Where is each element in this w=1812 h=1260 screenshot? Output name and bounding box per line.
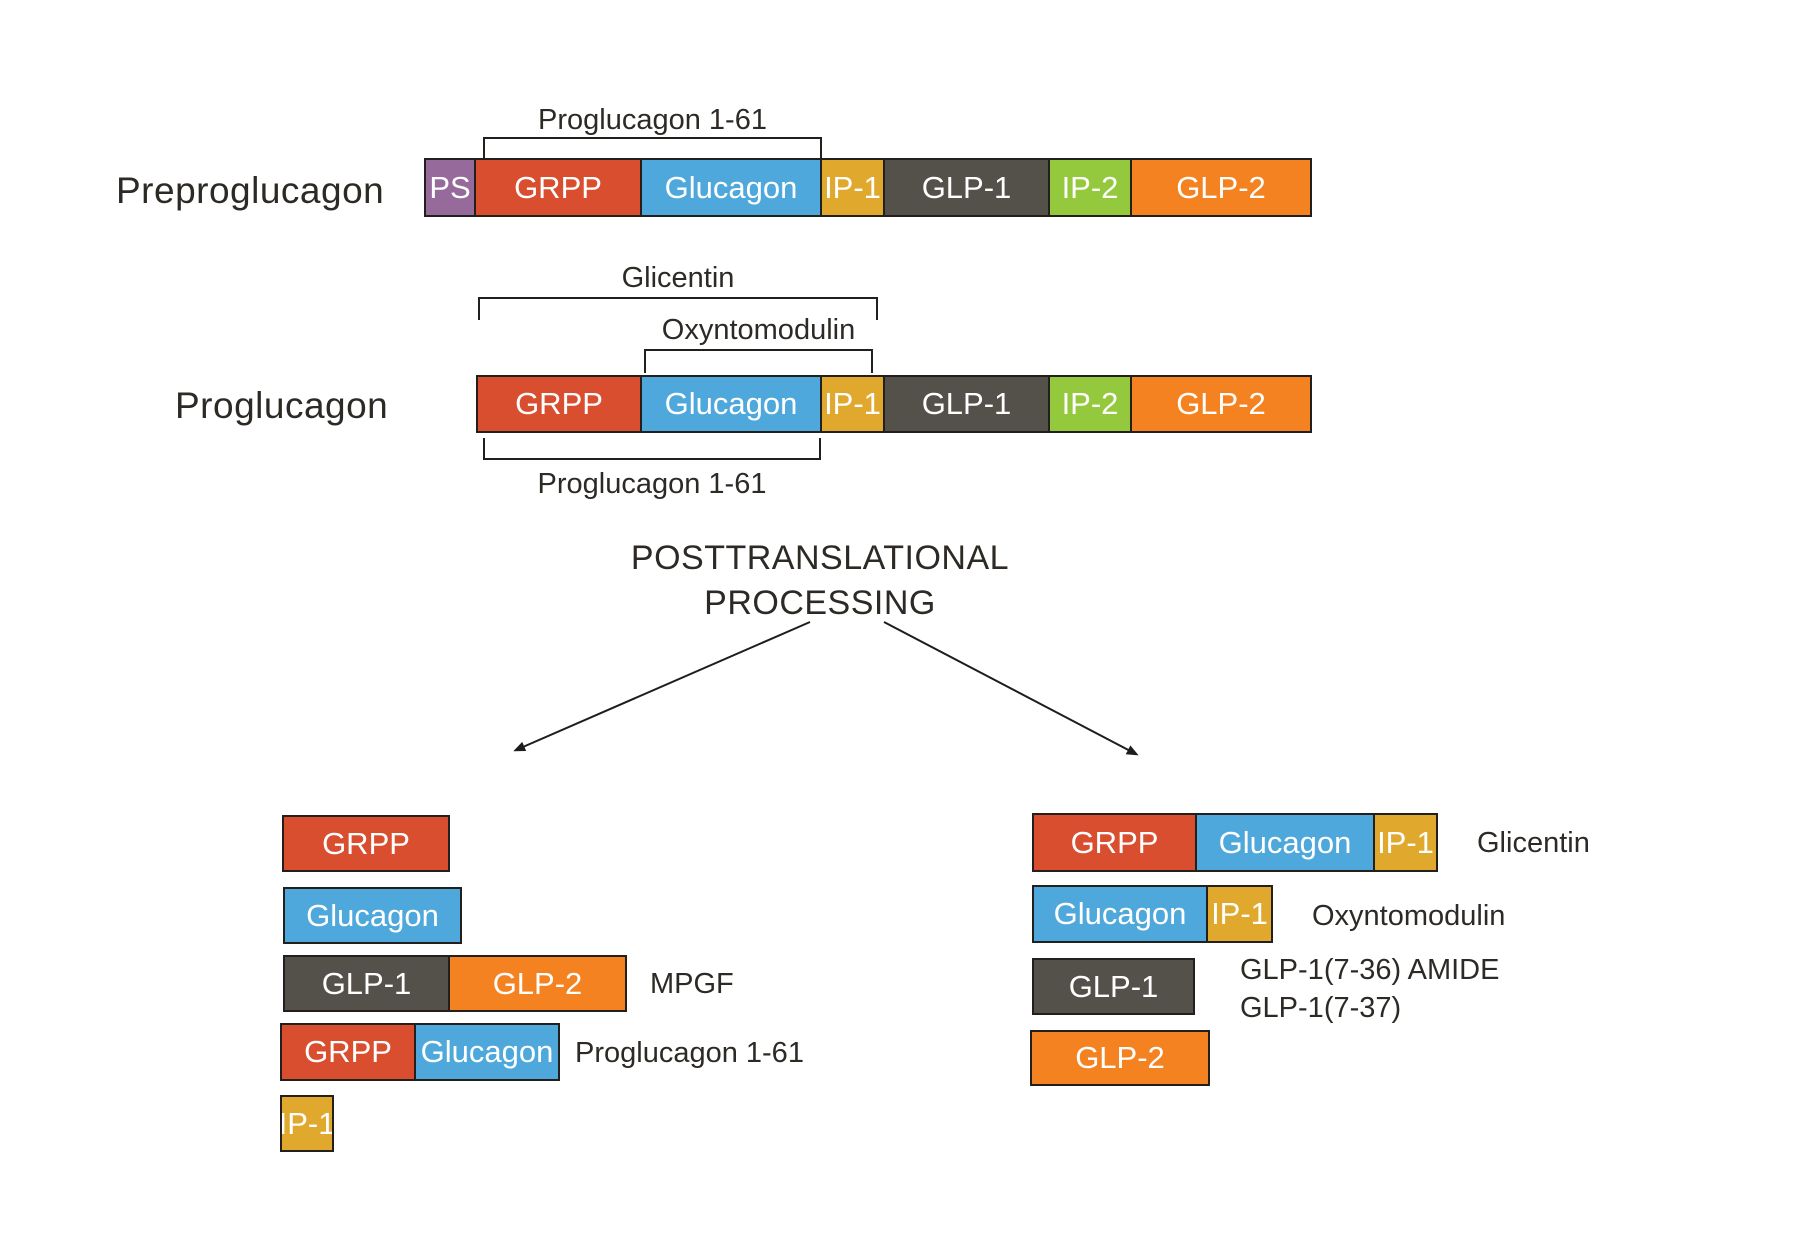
segment-glucagon: Glucagon <box>283 887 462 944</box>
segment-glucagon: Glucagon <box>642 158 822 217</box>
segment-glp1: GLP-1 <box>283 955 450 1012</box>
product-mpgf: GLP-1 GLP-2 <box>283 955 627 1012</box>
segment-grpp: GRPP <box>476 158 642 217</box>
segment-glucagon: Glucagon <box>416 1023 560 1081</box>
preproglucagon-title: Preproglucagon <box>116 170 385 211</box>
segment-glp2: GLP-2 <box>1132 158 1312 217</box>
segment-glucagon: Glucagon <box>1197 813 1375 872</box>
product-glp2: GLP-2 <box>1030 1030 1210 1086</box>
label-proglucagon-1-61: Proglucagon 1-61 <box>575 1037 804 1069</box>
segment-ps: PS <box>424 158 476 217</box>
segment-glp2: GLP-2 <box>1030 1030 1210 1086</box>
bracket-oxyntomodulin <box>644 349 873 373</box>
segment-glp1: GLP-1 <box>885 375 1050 433</box>
segment-glp1: GLP-1 <box>885 158 1050 217</box>
arrow-left <box>513 621 811 752</box>
segment-ip1: IP-1 <box>1375 813 1438 872</box>
label-mpgf: MPGF <box>650 968 734 1000</box>
segment-grpp: GRPP <box>282 815 450 872</box>
segment-ip2: IP-2 <box>1050 158 1132 217</box>
segment-grpp: GRPP <box>476 375 642 433</box>
product-glp1: GLP-1 <box>1032 958 1195 1015</box>
segment-ip1: IP-1 <box>280 1095 334 1152</box>
label-glp1-7-36-amide: GLP-1(7-36) AMIDE <box>1240 954 1500 986</box>
product-proglucagon-1-61: GRPP Glucagon <box>280 1023 560 1081</box>
segment-grpp: GRPP <box>1032 813 1197 872</box>
segment-ip1: IP-1 <box>822 375 885 433</box>
product-glucagon: Glucagon <box>283 887 462 944</box>
bracket-label-oxyntomodulin: Oxyntomodulin <box>661 314 856 346</box>
segment-grpp: GRPP <box>280 1023 416 1081</box>
segment-glp2: GLP-2 <box>1132 375 1312 433</box>
product-ip1: IP-1 <box>280 1095 334 1152</box>
label-glicentin: Glicentin <box>1477 827 1590 859</box>
posttranslational-processing-title: POSTTRANSLATIONAL PROCESSING <box>570 536 1070 626</box>
bracket-label-proglucagon-1-61-bottom: Proglucagon 1-61 <box>537 468 767 500</box>
bracket-glicentin <box>478 297 878 320</box>
label-glp1-7-37: GLP-1(7-37) <box>1240 992 1402 1024</box>
proglucagon-bar: GRPP Glucagon IP-1 GLP-1 IP-2 GLP-2 <box>476 375 1312 433</box>
label-oxyntomodulin: Oxyntomodulin <box>1312 900 1506 932</box>
bracket-proglucagon-1-61-bottom <box>483 438 821 460</box>
proglucagon-title: Proglucagon <box>175 385 389 426</box>
product-glicentin: GRPP Glucagon IP-1 <box>1032 813 1438 872</box>
segment-ip1: IP-1 <box>822 158 885 217</box>
processing-line1: POSTTRANSLATIONAL <box>630 539 1010 577</box>
preproglucagon-bar: PS GRPP Glucagon IP-1 GLP-1 IP-2 GLP-2 <box>424 158 1312 217</box>
segment-glucagon: Glucagon <box>1032 885 1208 943</box>
product-grpp: GRPP <box>282 815 450 872</box>
processing-line2: PROCESSING <box>704 584 936 622</box>
label-glp1-variants: GLP-1(7-36) AMIDE GLP-1(7-37) <box>1240 951 1499 1027</box>
segment-ip2: IP-2 <box>1050 375 1132 433</box>
bracket-proglucagon-1-61-top <box>483 137 822 158</box>
product-oxyntomodulin: Glucagon IP-1 <box>1032 885 1273 943</box>
bracket-label-proglucagon-1-61-top: Proglucagon 1-61 <box>538 104 767 136</box>
segment-glp1: GLP-1 <box>1032 958 1195 1015</box>
segment-glucagon: Glucagon <box>642 375 822 433</box>
arrow-right <box>883 621 1139 756</box>
segment-glp2: GLP-2 <box>450 955 627 1012</box>
bracket-label-glicentin: Glicentin <box>621 262 735 294</box>
segment-ip1: IP-1 <box>1208 885 1273 943</box>
